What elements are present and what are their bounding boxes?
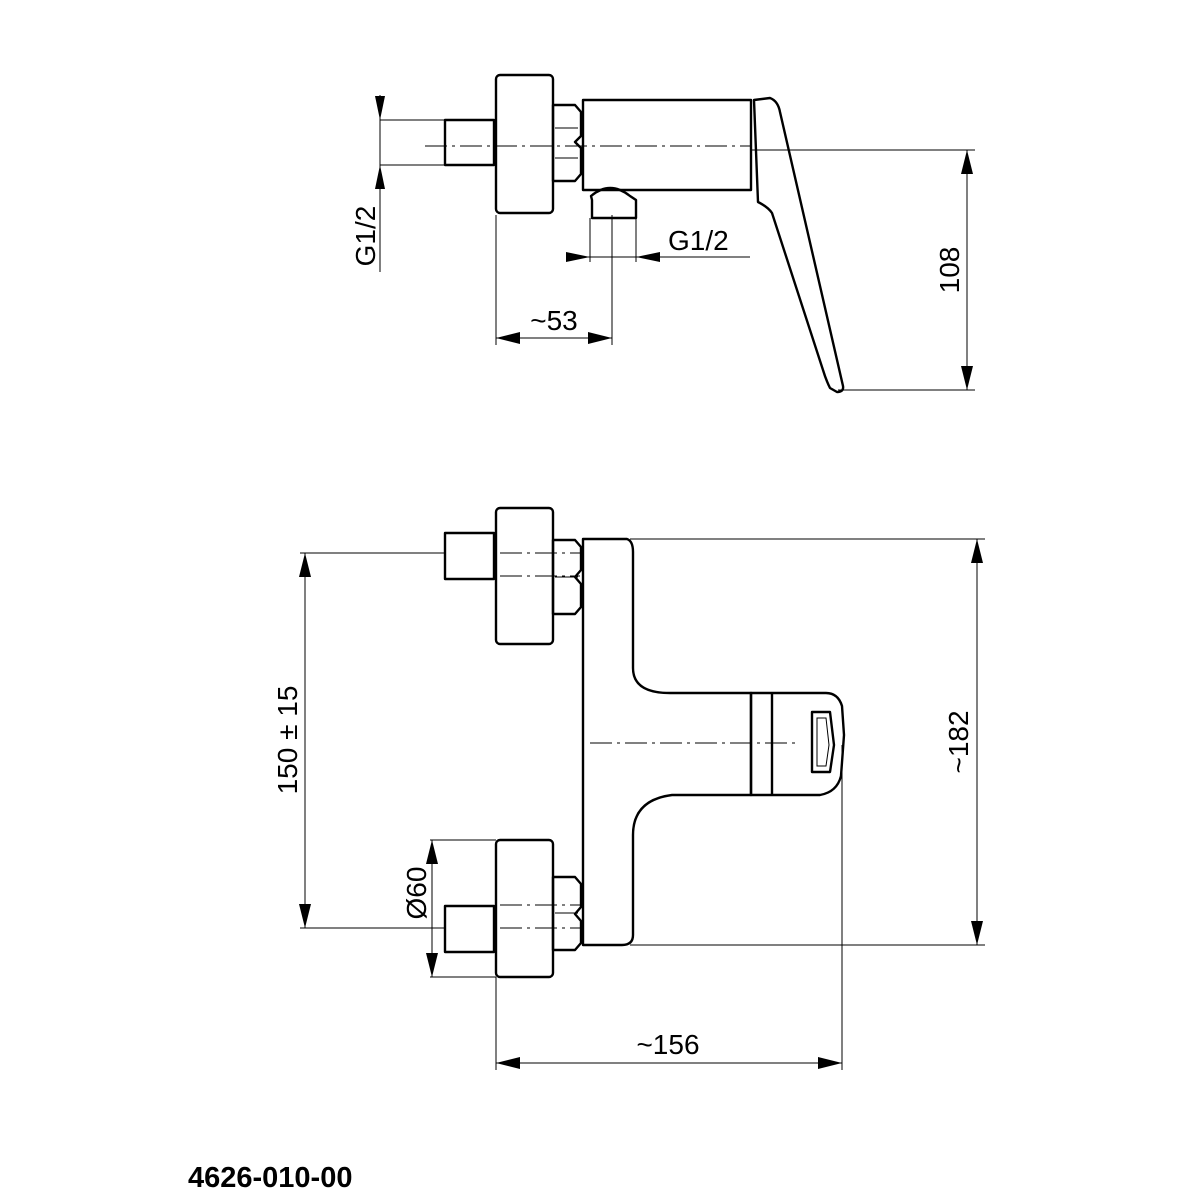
- dim-outlet-thread: G1/2: [668, 225, 729, 256]
- dim-lever-height: 108: [934, 247, 965, 294]
- dim-rosette: Ø60: [401, 867, 432, 920]
- front-view: 150 ± 15 Ø60 ~182 ~156: [272, 506, 985, 1070]
- dim-height: ~182: [943, 710, 974, 773]
- dim-width: ~156: [636, 1029, 699, 1060]
- product-code: 4626-010-00: [188, 1162, 352, 1194]
- dim-centers: 150 ± 15: [272, 686, 303, 795]
- top-view: G1/2 G1/2 ~53 108: [350, 73, 975, 394]
- dim-depth: ~53: [530, 305, 578, 336]
- dim-inlet-thread: G1/2: [350, 206, 381, 267]
